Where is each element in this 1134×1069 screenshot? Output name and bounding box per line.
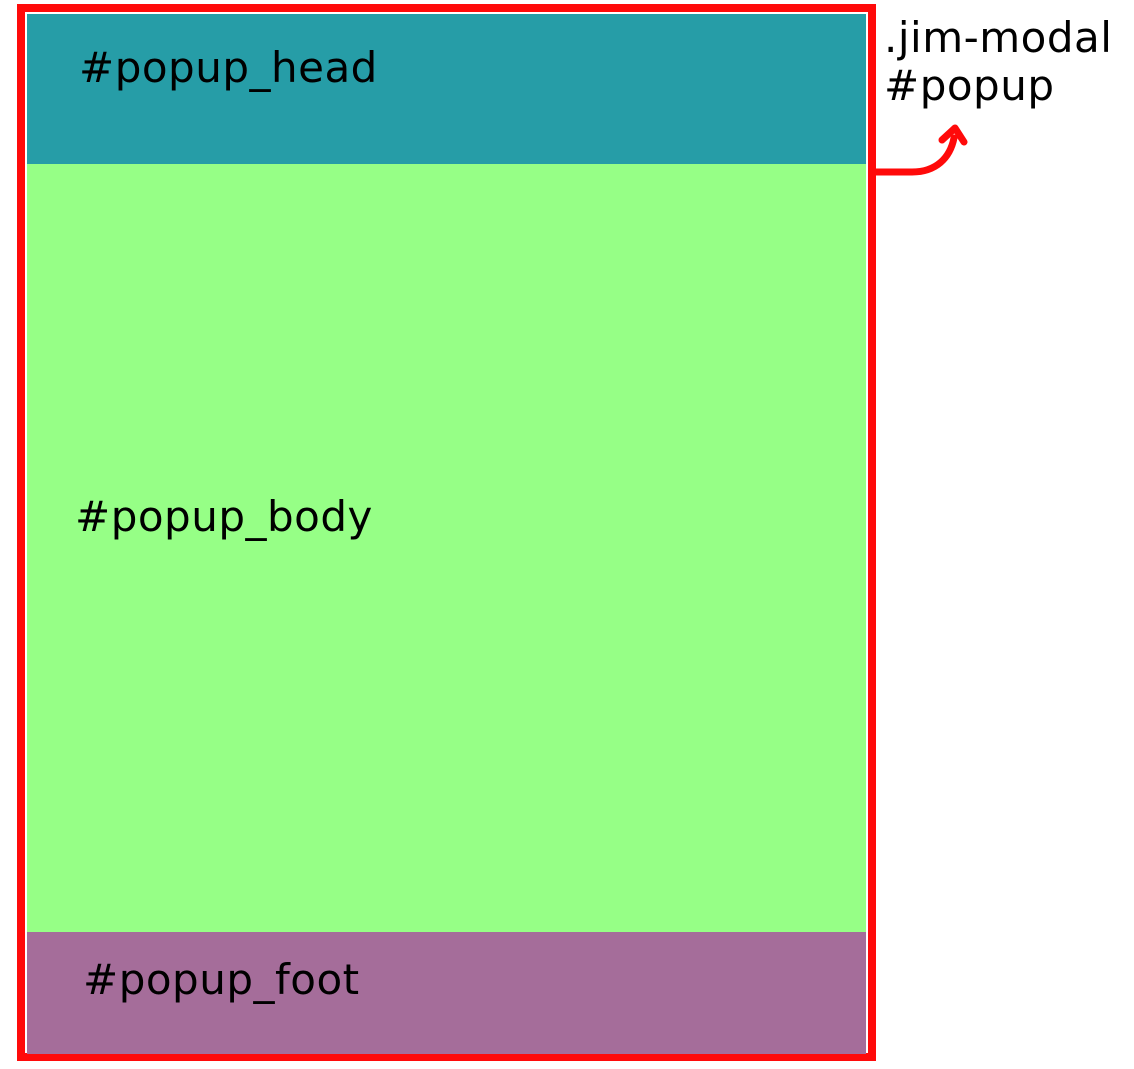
popup-body-section: #popup_body bbox=[27, 164, 866, 932]
callout-arrow bbox=[872, 124, 968, 176]
popup-body-label: #popup_body bbox=[75, 492, 373, 541]
popup-foot-label: #popup_foot bbox=[83, 955, 360, 1004]
popup-head-label: #popup_head bbox=[79, 43, 378, 92]
popup-foot-section: #popup_foot bbox=[27, 932, 866, 1054]
popup-frame: #popup_head #popup_body #popup_foot bbox=[17, 4, 876, 1061]
callout-label: .jim-modal #popup bbox=[884, 14, 1112, 110]
callout-class-label: .jim-modal bbox=[884, 13, 1113, 62]
callout-id-label: #popup bbox=[884, 61, 1055, 110]
popup-head-section: #popup_head bbox=[27, 14, 866, 164]
